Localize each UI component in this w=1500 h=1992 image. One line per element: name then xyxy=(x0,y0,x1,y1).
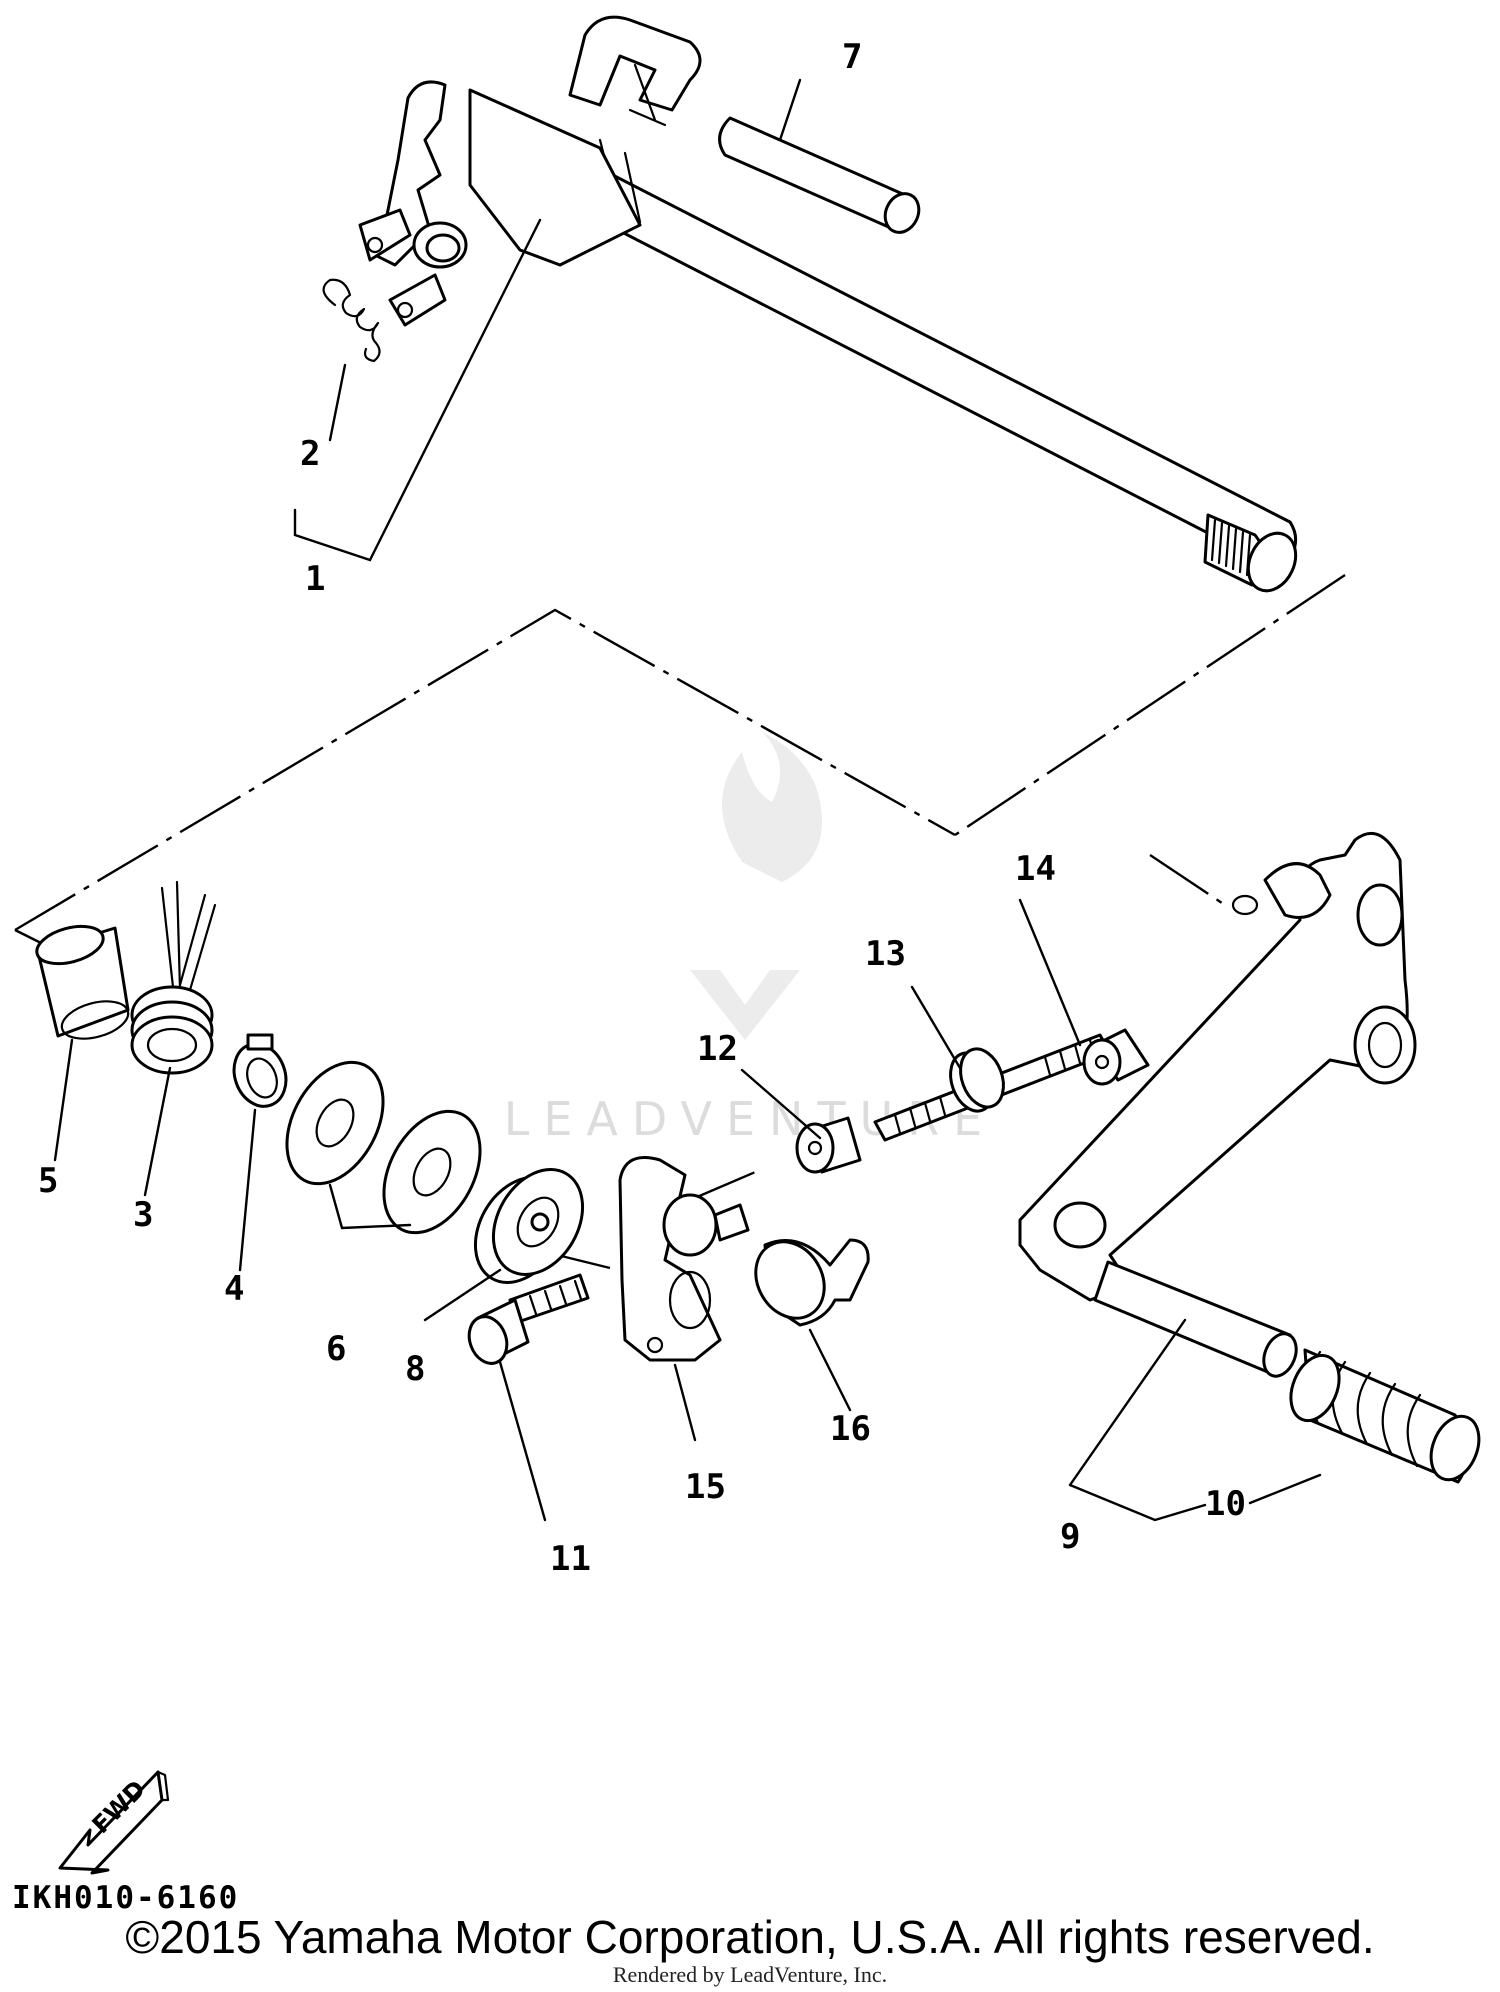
callout-4: 4 xyxy=(224,1269,244,1309)
boot-part-16 xyxy=(754,1238,870,1327)
callout-14: 14 xyxy=(1015,849,1056,889)
shift-pedal-part-9 xyxy=(1018,831,1417,1378)
bearing-part-8 xyxy=(473,1168,585,1284)
callout-labels: 1 2 3 4 5 6 7 8 9 10 11 12 13 14 15 16 xyxy=(38,37,1246,1579)
nut-part-14 xyxy=(1082,1028,1150,1086)
callout-2: 2 xyxy=(300,434,320,474)
callout-1: 1 xyxy=(305,559,325,599)
callout-3: 3 xyxy=(133,1195,153,1235)
shaft-spline-end xyxy=(1203,513,1298,593)
shift-arm xyxy=(468,88,642,267)
callout-5: 5 xyxy=(38,1161,58,1201)
circlip-part-4 xyxy=(232,1033,288,1108)
callout-8: 8 xyxy=(405,1349,425,1389)
assembly-alignment-outline xyxy=(14,608,956,932)
adjuster-rod-part-13 xyxy=(873,1033,1112,1142)
torsion-spring-part-3 xyxy=(130,880,217,1075)
bolt-part-11 xyxy=(467,1273,590,1365)
leadventure-watermark: LEADVENTURE xyxy=(504,732,982,1146)
footpeg-rubber-part-10 xyxy=(1289,1348,1481,1484)
callout-10: 10 xyxy=(1205,1484,1246,1524)
shift-guide-hook xyxy=(568,15,702,112)
spring-part-2 xyxy=(322,278,381,363)
nut-part-12 xyxy=(795,1116,862,1174)
callout-15: 15 xyxy=(685,1467,726,1507)
rendered-by-text: Rendered by LeadVenture, Inc. xyxy=(612,1962,888,1987)
callout-6: 6 xyxy=(326,1329,346,1369)
callout-7: 7 xyxy=(842,37,862,77)
callout-13: 13 xyxy=(865,934,906,974)
callout-12: 12 xyxy=(697,1029,738,1069)
collar-part-5 xyxy=(35,924,130,1040)
leader-lines xyxy=(53,78,1322,1522)
shift-shaft-assembly xyxy=(358,15,1298,593)
forward-arrow-icon: FWD xyxy=(58,1770,170,1875)
callout-16: 16 xyxy=(830,1409,871,1449)
pin-part-7 xyxy=(718,116,921,234)
diagram-code: IKH010-6160 xyxy=(12,1880,240,1916)
callout-11: 11 xyxy=(550,1539,591,1579)
washers-part-6 xyxy=(285,1060,482,1235)
callout-9: 9 xyxy=(1060,1517,1080,1557)
copyright-text: ©2015 Yamaha Motor Corporation, U.S.A. A… xyxy=(125,1911,1375,1963)
shift-lever-part-15 xyxy=(618,1156,750,1362)
